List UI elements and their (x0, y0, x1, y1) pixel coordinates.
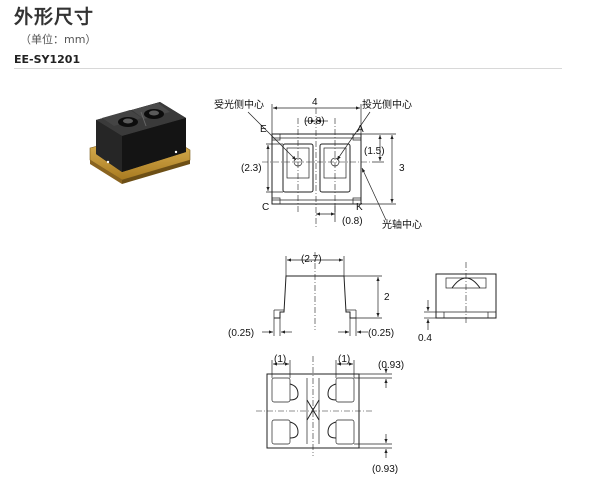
dim-center-bottom: (0.8) (342, 216, 363, 227)
dim-bottom-margin: (0.93) (372, 464, 398, 475)
pin-label-a: A (357, 124, 364, 135)
pin-label-k: K (356, 202, 363, 213)
page-title: 外形尺寸 (14, 6, 95, 28)
dim-height-left: (2.3) (241, 163, 262, 174)
dim-offset-right: (1.5) (364, 146, 385, 157)
label-emitter-center: 投光侧中心 (362, 98, 412, 111)
dim-height-total: 3 (399, 163, 405, 174)
model-number: EE-SY1201 (14, 53, 81, 66)
top-view-drawing: 受光侧中心 投光侧中心 光轴中心 E A C K 4 (0.8) (0.8) (… (214, 97, 422, 231)
section-divider (14, 68, 562, 69)
dim-pad-right: (1) (338, 354, 350, 365)
dim-thickness: 0.4 (418, 333, 432, 344)
sensor-product-image (89, 102, 191, 184)
dim-side-height: 2 (384, 292, 390, 303)
dim-center-top: (0.8) (304, 116, 325, 127)
label-optical-axis-center: 光轴中心 (382, 218, 422, 231)
side-view-drawing: (2.7) 2 (0.25) (0.25) (228, 252, 394, 339)
bottom-view-drawing: (1) (1) (0.93) (0.93) (256, 354, 404, 475)
label-receiver-center: 受光侧中心 (214, 98, 264, 111)
dim-pad-left: (1) (274, 354, 286, 365)
unit-note: （单位：mm） (20, 33, 97, 46)
dim-left-foot: (0.25) (228, 328, 254, 339)
pin-label-c: C (262, 202, 269, 213)
dim-top-margin: (0.93) (378, 360, 404, 371)
end-view-drawing: 0.4 (418, 262, 497, 344)
dim-width: 4 (312, 97, 318, 108)
dim-top-width: (2.7) (301, 254, 322, 265)
dim-right-foot: (0.25) (368, 328, 394, 339)
pin-label-e: E (260, 124, 267, 135)
